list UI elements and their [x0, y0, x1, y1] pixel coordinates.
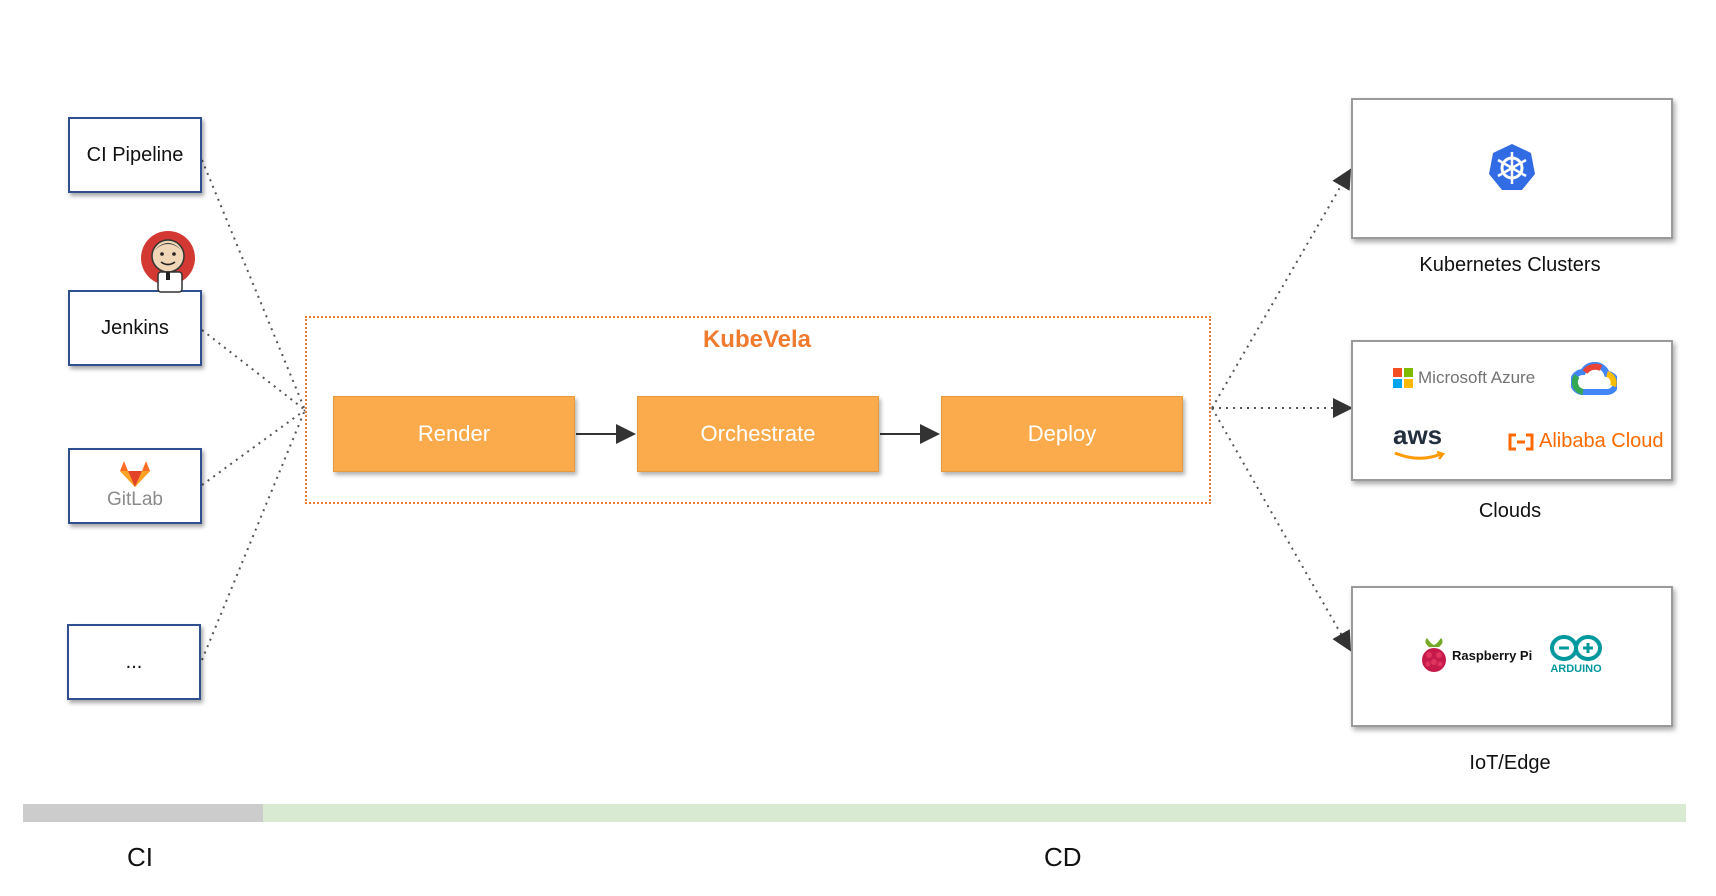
gitlab-box: GitLab — [68, 448, 202, 524]
kubevela-title: KubeVela — [702, 326, 812, 353]
azure-label: Microsoft Azure — [1418, 368, 1536, 387]
raspberry-pi-logo: Raspberry Pi — [1419, 636, 1532, 674]
jenkins-label: Jenkins — [101, 316, 169, 339]
alibaba-cloud-icon — [1508, 433, 1534, 450]
raspberry-pi-icon — [1422, 638, 1446, 672]
jenkins-box: Jenkins — [68, 290, 202, 366]
source-connectors — [201, 159, 306, 661]
alibaba-cloud-logo: Alibaba Cloud — [1507, 430, 1664, 453]
arduino-label: ARDUINO — [1550, 663, 1602, 675]
jenkins-logo-icon — [140, 230, 196, 296]
connector-more — [201, 409, 306, 661]
gitlab-label: GitLab — [107, 489, 163, 510]
iot-label: IoT/Edge — [1469, 752, 1551, 774]
arduino-logo: ARDUINO — [1549, 634, 1603, 675]
more-sources-box: ... — [67, 624, 201, 700]
connector-jenkins — [201, 329, 306, 411]
raspberry-pi-label: Raspberry Pi — [1452, 647, 1533, 663]
iot-target-box: Raspberry Pi ARDUINO — [1351, 586, 1673, 727]
ci-phase-bar — [23, 804, 263, 822]
clouds-target-box: Microsoft Azure aws Alibaba Cloud — [1351, 340, 1673, 481]
kubernetes-logo-icon — [1487, 142, 1537, 197]
aws-smile-icon — [1394, 450, 1446, 460]
kubevela-frame — [305, 316, 1211, 504]
connector-iot — [1211, 407, 1351, 652]
cd-phase-label: CD — [1044, 842, 1082, 872]
microsoft-icon — [1393, 368, 1413, 388]
aws-logo: aws — [1393, 422, 1453, 466]
step-deploy: Deploy — [941, 396, 1183, 472]
step-render-label: Render — [417, 421, 491, 446]
connector-kubernetes — [1211, 168, 1352, 409]
gitlab-logo-icon — [120, 461, 150, 487]
kubernetes-label: Kubernetes Clusters — [1419, 254, 1601, 276]
google-cloud-icon — [1570, 361, 1619, 401]
connector-ci-pipeline — [201, 159, 306, 411]
step-orchestrate-label: Orchestrate — [700, 421, 816, 446]
arduino-icon — [1550, 635, 1602, 661]
aws-label: aws — [1393, 420, 1443, 450]
step-orchestrate: Orchestrate — [637, 396, 879, 472]
connector-gitlab — [201, 409, 306, 486]
ci-pipeline-box: CI Pipeline — [68, 117, 202, 193]
more-sources-label: ... — [125, 650, 143, 673]
step-deploy-label: Deploy — [1027, 421, 1097, 446]
target-connectors — [1211, 168, 1353, 652]
azure-logo: Microsoft Azure — [1393, 368, 1535, 388]
kubernetes-target-box — [1351, 98, 1673, 239]
ci-phase-label: CI — [127, 842, 153, 872]
clouds-label: Clouds — [1478, 500, 1542, 522]
ci-pipeline-label: CI Pipeline — [86, 143, 184, 166]
cd-phase-bar — [263, 804, 1686, 822]
step-render: Render — [333, 396, 575, 472]
alibaba-cloud-label: Alibaba Cloud — [1539, 430, 1664, 452]
